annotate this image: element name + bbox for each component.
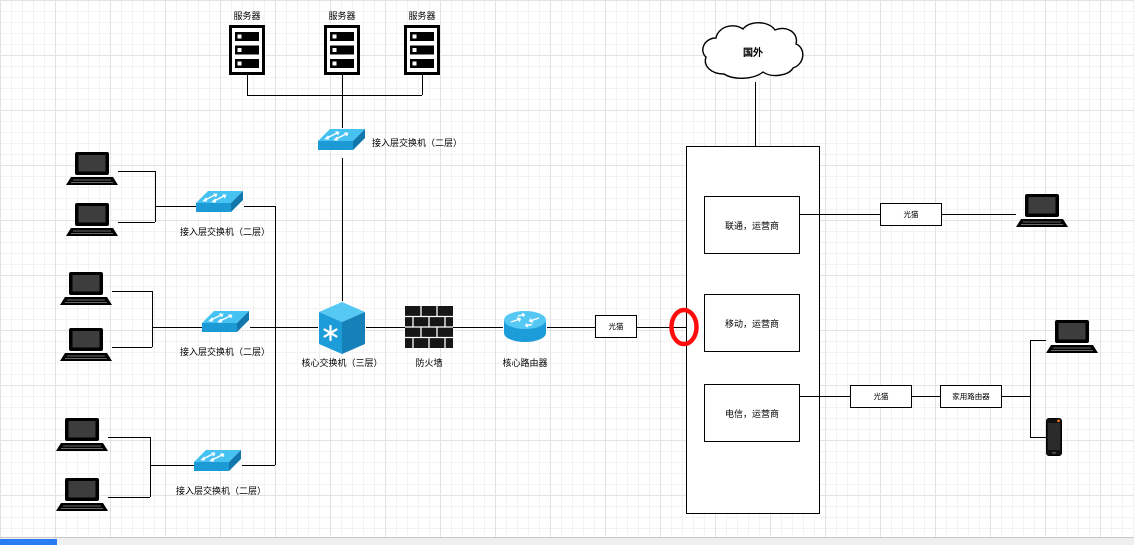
firewall-icon[interactable] [405, 306, 453, 353]
laptop-icon[interactable] [66, 152, 118, 195]
connector-line [422, 75, 423, 95]
connector-line [150, 437, 151, 497]
connector-line [118, 171, 155, 172]
laptop-icon[interactable] [56, 418, 108, 461]
isp-telecom-label: 电信，运营商 [724, 408, 779, 419]
modem-label: 光猫 [903, 210, 919, 219]
connector-line [247, 95, 422, 96]
connector-line [275, 206, 276, 327]
connector-line [108, 437, 150, 438]
connector-line [942, 214, 1016, 215]
core-router-label: 核心路由器 [502, 358, 548, 368]
connector-line [152, 291, 153, 347]
server-label: 服务器 [328, 11, 356, 21]
connector-line [1002, 396, 1030, 397]
connector-line [366, 327, 405, 328]
connector-line [1030, 340, 1046, 341]
laptop-icon[interactable] [60, 328, 112, 371]
isp-box-mobile[interactable]: 移动，运营商 [704, 294, 800, 352]
core-router-icon[interactable] [503, 310, 547, 349]
server-icon[interactable] [324, 25, 360, 80]
connector-line [547, 327, 595, 328]
connector-line [342, 75, 343, 95]
connector-line [247, 75, 248, 95]
connector-line [112, 291, 152, 292]
connector-line [1030, 340, 1031, 437]
access-switch-3-label: 接入层交换机（二层） [176, 486, 267, 496]
connector-line [152, 327, 202, 328]
isp-unicom-label: 联通，运营商 [724, 220, 779, 231]
phone-icon[interactable] [1046, 418, 1062, 461]
connector-line [342, 158, 343, 301]
server-icon[interactable] [229, 25, 265, 80]
laptop-icon[interactable] [56, 478, 108, 521]
connector-line [275, 327, 276, 465]
core-switch-label: 核心交换机（三层） [301, 358, 383, 368]
connector-line [453, 327, 503, 328]
connector-line [1030, 437, 1046, 438]
server-label: 服务器 [233, 11, 261, 21]
access-switch-icon[interactable] [202, 310, 250, 345]
laptop-icon[interactable] [66, 203, 118, 246]
access-switch-2-label: 接入层交换机（二层） [180, 347, 271, 357]
connector-line [800, 214, 880, 215]
access-switch-icon[interactable] [196, 190, 244, 225]
connector-line [242, 465, 275, 466]
connector-line [155, 206, 196, 207]
access-switch-servers-label: 接入层交换机（二层） [372, 138, 463, 148]
cloud-shape[interactable] [697, 20, 809, 87]
connector-line [800, 396, 850, 397]
isp-box-unicom[interactable]: 联通，运营商 [704, 196, 800, 254]
server-label: 服务器 [408, 11, 436, 21]
connector-line [155, 171, 156, 222]
access-switch-icon[interactable] [194, 449, 242, 484]
isp-mobile-label: 移动，运营商 [724, 318, 779, 329]
connector-line [150, 465, 194, 466]
access-switch-1-label: 接入层交换机（二层） [180, 227, 271, 237]
connector-line [244, 206, 275, 207]
laptop-icon[interactable] [60, 272, 112, 315]
connector-line [342, 95, 343, 128]
connector-line [637, 327, 686, 328]
canvas-bottom-edge [0, 537, 1134, 545]
home-router-box[interactable]: 家用路由器 [940, 385, 1002, 408]
modem-label: 光猫 [608, 322, 624, 331]
connector-line [912, 396, 940, 397]
highlight-ellipse[interactable] [668, 306, 700, 353]
modem-box[interactable]: 光猫 [595, 315, 637, 338]
modem-label: 光猫 [873, 392, 889, 401]
connector-line [755, 82, 756, 146]
cloud-label: 国外 [743, 47, 763, 59]
laptop-icon[interactable] [1016, 194, 1068, 237]
horizontal-scrollbar-thumb[interactable] [0, 539, 57, 545]
server-icon[interactable] [404, 25, 440, 80]
core-switch-icon[interactable] [318, 301, 366, 360]
connector-line [118, 222, 155, 223]
connector-line [108, 497, 150, 498]
modem-box[interactable]: 光猫 [880, 203, 942, 226]
connector-line [250, 327, 318, 328]
firewall-label: 防火墙 [415, 358, 443, 368]
connector-line [112, 347, 152, 348]
modem-box[interactable]: 光猫 [850, 385, 912, 408]
laptop-icon[interactable] [1046, 320, 1098, 363]
home-router-label: 家用路由器 [952, 392, 990, 401]
access-switch-icon[interactable] [318, 128, 366, 163]
isp-box-telecom[interactable]: 电信，运营商 [704, 384, 800, 442]
